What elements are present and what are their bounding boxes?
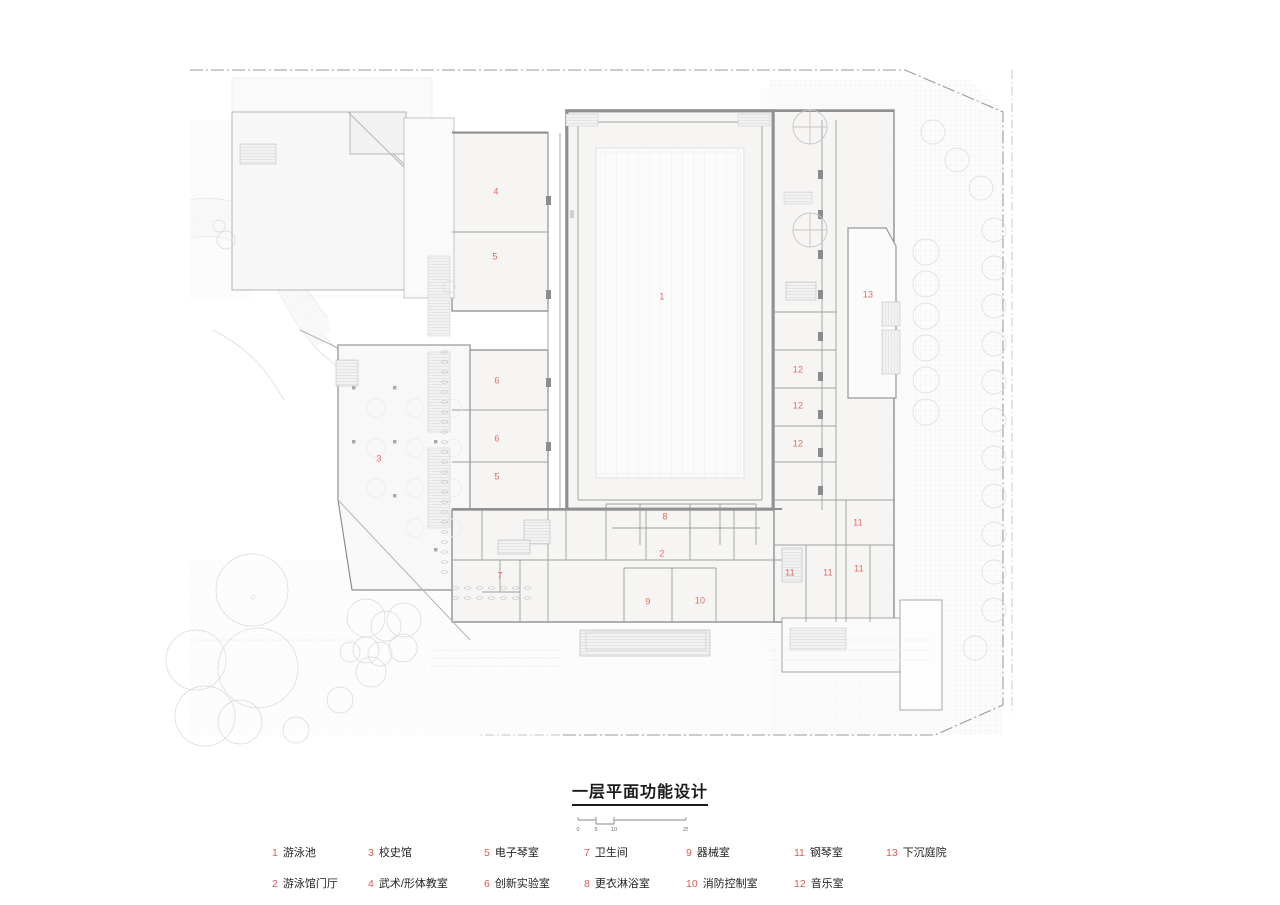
room-number-6: 6 [494, 433, 500, 444]
room-number-5: 5 [494, 471, 500, 482]
legend-label: 器械室 [696, 847, 730, 859]
page-title: 一层平面功能设计 [571, 778, 709, 806]
room-number-8: 8 [662, 511, 668, 522]
legend-label: 创新实验室 [494, 878, 550, 890]
roof-circles [792, 109, 828, 248]
scale-tick-10: 10 [611, 827, 617, 833]
site-edge-diagonal [299, 329, 471, 641]
legend-number: 4 [368, 878, 374, 890]
legend-item-6: 6 创新实验室 [484, 875, 550, 891]
legend-number: 9 [686, 847, 692, 859]
room-number-12: 12 [792, 438, 804, 449]
legend-number: 2 [272, 878, 278, 890]
legend-number: 13 [886, 847, 898, 859]
legend-item-3: 3 校史馆 [368, 844, 412, 860]
property-line [190, 69, 1004, 736]
room-number-2: 2 [659, 548, 665, 559]
legend-item-2: 2 游泳馆门厅 [272, 875, 338, 891]
legend-label: 音乐室 [810, 878, 844, 890]
legend-number: 8 [584, 878, 590, 890]
room-number-3: 3 [376, 453, 382, 464]
legend-number: 1 [272, 847, 278, 859]
legend-label: 游泳池 [282, 847, 316, 859]
scale-bar: 0 5 10 25 [576, 812, 688, 834]
legend-number: 11 [794, 847, 805, 859]
legend-item-10: 10 消防控制室 [686, 875, 758, 891]
legend-number: 10 [686, 878, 698, 890]
room-number-9: 9 [645, 596, 651, 607]
room-number-10: 10 [694, 595, 706, 606]
room-number-4: 4 [493, 186, 499, 197]
legend-item-9: 9 器械室 [686, 844, 730, 860]
legend-item-13: 13 下沉庭院 [886, 844, 947, 860]
paving-joints [190, 295, 930, 667]
legend-number: 12 [794, 878, 806, 890]
legend-item-1: 1 游泳池 [272, 844, 316, 860]
walkway-fill [190, 198, 330, 348]
legend-item-12: 12 音乐室 [794, 875, 844, 891]
legend-label: 钢琴室 [809, 847, 843, 859]
interior-partitions [338, 120, 894, 622]
building-envelope [231, 109, 943, 711]
room-number-13: 13 [862, 289, 874, 300]
legend-item-8: 8 更衣淋浴室 [584, 875, 650, 891]
legend-number: 6 [484, 878, 490, 890]
legend-number: 3 [368, 847, 374, 859]
legend-label: 消防控制室 [702, 878, 758, 890]
fixture-row [440, 350, 532, 600]
scale-tick-5: 5 [594, 827, 597, 833]
stairs [239, 113, 901, 651]
property-line-secondary [480, 70, 1013, 736]
plan-vector-canvas [165, 69, 1013, 747]
room-number-11: 11 [853, 517, 863, 528]
swimming-pool [595, 147, 745, 479]
room-number-5: 5 [492, 251, 498, 262]
legend: 1 游泳池 2 游泳馆门厅 3 校史馆 4 武术/形体教室 5 电子琴室 6 创新实验室 7 卫生间 8 更衣… [272, 844, 1012, 896]
room-number-11: 11 [823, 567, 833, 578]
trees [165, 119, 1007, 747]
scale-tick-0: 0 [576, 827, 579, 833]
ceiling-light-circles [366, 398, 463, 538]
structural-walls [452, 110, 894, 510]
legend-label: 电子琴室 [494, 847, 539, 859]
scale-tick-25: 25 [683, 827, 688, 833]
title-block: 一层平面功能设计 [0, 770, 1280, 905]
room-number-11: 11 [785, 567, 795, 578]
legend-item-7: 7 卫生间 [584, 844, 628, 860]
legend-label: 游泳馆门厅 [282, 878, 338, 890]
room-number-12: 12 [792, 400, 804, 411]
legend-label: 校史馆 [378, 847, 412, 859]
legend-item-5: 5 电子琴室 [484, 844, 539, 860]
legend-label: 武术/形体教室 [378, 878, 448, 890]
room-number-7: 7 [497, 570, 503, 581]
scale-bar-graphic: 0 5 10 25 [576, 817, 688, 833]
room-number-12: 12 [792, 364, 804, 375]
legend-number: 7 [584, 847, 590, 859]
room-number-6: 6 [494, 375, 500, 386]
legend-label: 卫生间 [594, 847, 628, 859]
room-number-1: 1 [659, 291, 665, 302]
legend-item-4: 4 武术/形体教室 [368, 875, 448, 891]
legend-label: 下沉庭院 [902, 847, 947, 859]
room-number-11: 11 [854, 563, 864, 574]
doors [546, 170, 823, 495]
legend-item-11: 11 钢琴室 [794, 844, 843, 860]
legend-number: 5 [484, 847, 490, 859]
legend-label: 更衣淋浴室 [594, 878, 650, 890]
